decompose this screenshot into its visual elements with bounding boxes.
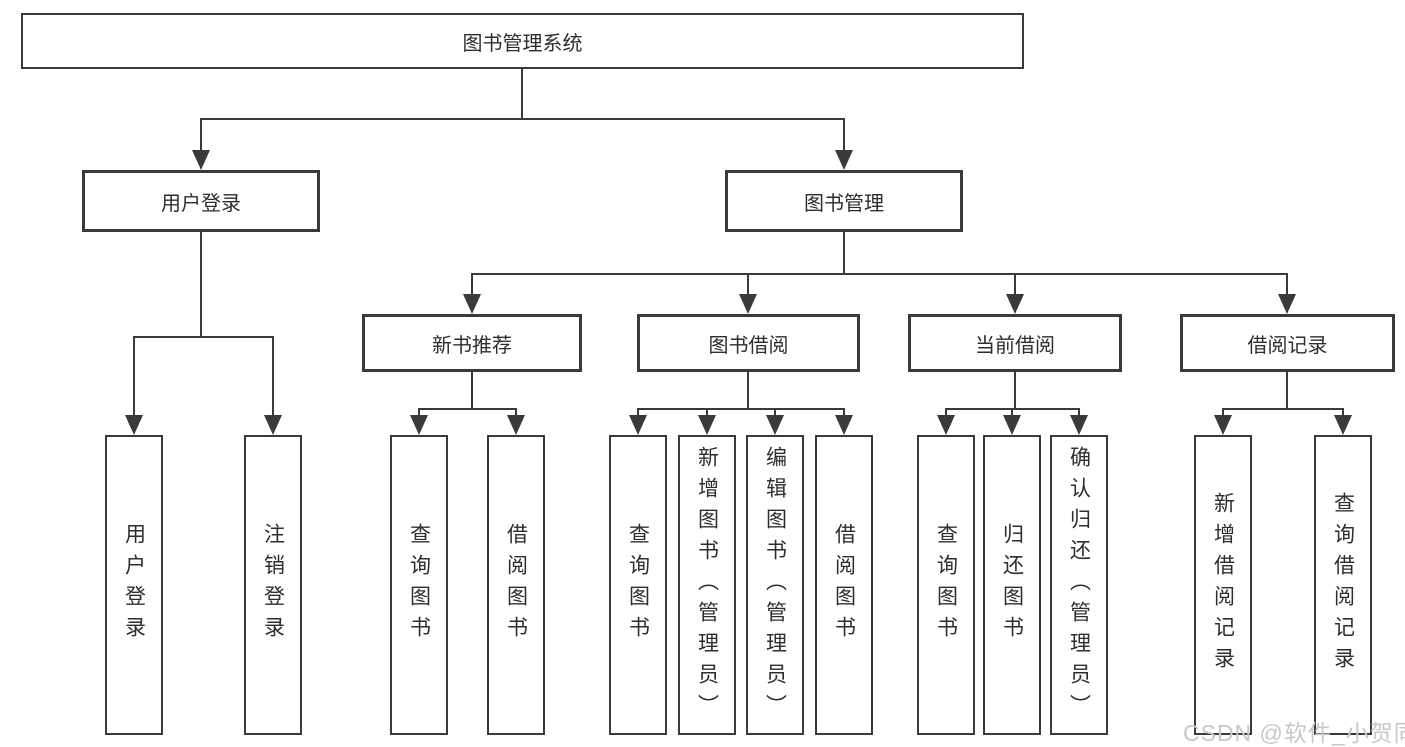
node-label: 查询借阅记录 bbox=[1331, 492, 1355, 678]
arrowhead-icon bbox=[410, 415, 428, 435]
node-label: 新增图书（管理员） bbox=[695, 445, 719, 725]
node-label: 查询图书 bbox=[626, 523, 650, 647]
arrowhead-icon bbox=[766, 415, 784, 435]
node-root: 图书管理系统 bbox=[21, 13, 1024, 69]
arrowhead-icon bbox=[1334, 415, 1352, 435]
connector bbox=[1222, 408, 1344, 410]
node-cb-return-books: 归还图书 bbox=[983, 435, 1041, 735]
connector bbox=[1286, 372, 1288, 408]
arrowhead-icon bbox=[1070, 415, 1088, 435]
arrowhead-icon bbox=[1214, 415, 1232, 435]
connector bbox=[747, 372, 749, 408]
node-br-query-record: 查询借阅记录 bbox=[1314, 435, 1372, 735]
node-label: 查询图书 bbox=[934, 523, 958, 647]
connector bbox=[471, 372, 473, 408]
node-bb-query-books: 查询图书 bbox=[609, 435, 667, 735]
connector bbox=[747, 273, 749, 296]
node-current-borrowing: 当前借阅 bbox=[908, 314, 1122, 372]
connector bbox=[471, 273, 1288, 275]
arrowhead-icon bbox=[463, 294, 481, 314]
node-cb-query-books: 查询图书 bbox=[917, 435, 975, 735]
node-label: 借阅图书 bbox=[832, 523, 856, 647]
connector bbox=[1014, 372, 1016, 408]
node-book-management: 图书管理 bbox=[725, 170, 963, 232]
connector bbox=[1286, 273, 1288, 296]
connector bbox=[1342, 408, 1344, 417]
node-label: 新增借阅记录 bbox=[1211, 492, 1235, 678]
node-new-book-recommend: 新书推荐 bbox=[362, 314, 582, 372]
arrowhead-icon bbox=[125, 415, 143, 435]
connector bbox=[637, 408, 639, 417]
connector bbox=[418, 408, 420, 417]
node-login: 用户登录 bbox=[105, 435, 163, 735]
node-label: 借阅图书 bbox=[504, 523, 528, 647]
node-label: 用户登录 bbox=[122, 523, 146, 647]
node-user-login-branch: 用户登录 bbox=[82, 170, 320, 232]
node-logout: 注销登录 bbox=[244, 435, 302, 735]
node-label: 新书推荐 bbox=[432, 334, 512, 357]
node-label: 编辑图书（管理员） bbox=[763, 445, 787, 725]
connector bbox=[1222, 408, 1224, 417]
arrowhead-icon bbox=[698, 415, 716, 435]
node-bb-borrow-books: 借阅图书 bbox=[815, 435, 873, 735]
arrowhead-icon bbox=[739, 294, 757, 314]
connector bbox=[774, 408, 776, 417]
connector bbox=[200, 232, 202, 336]
arrowhead-icon bbox=[1006, 294, 1024, 314]
connector bbox=[843, 232, 845, 273]
arrowhead-icon bbox=[1278, 294, 1296, 314]
node-label: 当前借阅 bbox=[975, 334, 1055, 357]
node-borrowing-records: 借阅记录 bbox=[1180, 314, 1395, 372]
node-label: 图书管理系统 bbox=[462, 32, 583, 55]
connector bbox=[272, 336, 274, 417]
connector bbox=[515, 408, 517, 417]
arrowhead-icon bbox=[835, 415, 853, 435]
node-cb-confirm-return-admin: 确认归还（管理员） bbox=[1050, 435, 1108, 735]
connector bbox=[1078, 408, 1080, 417]
connector bbox=[133, 336, 274, 338]
node-label: 注销登录 bbox=[261, 523, 285, 647]
node-label: 用户登录 bbox=[161, 192, 241, 215]
node-br-add-record: 新增借阅记录 bbox=[1194, 435, 1252, 735]
node-book-borrowing: 图书借阅 bbox=[637, 314, 860, 372]
connector bbox=[200, 118, 845, 120]
connector bbox=[471, 273, 473, 296]
connector bbox=[418, 408, 517, 410]
arrowhead-icon bbox=[264, 415, 282, 435]
connector bbox=[945, 408, 947, 417]
arrowhead-icon bbox=[629, 415, 647, 435]
node-label: 查询图书 bbox=[407, 523, 431, 647]
node-label: 借阅记录 bbox=[1247, 334, 1328, 357]
node-label: 确认归还（管理员） bbox=[1067, 445, 1091, 725]
connector bbox=[1011, 408, 1013, 417]
arrowhead-icon bbox=[835, 150, 853, 170]
connector bbox=[843, 408, 845, 417]
connector bbox=[200, 118, 202, 152]
connector bbox=[706, 408, 708, 417]
arrowhead-icon bbox=[192, 150, 210, 170]
arrowhead-icon bbox=[507, 415, 525, 435]
connector bbox=[637, 408, 845, 410]
connector bbox=[1014, 273, 1016, 296]
node-label: 图书管理 bbox=[804, 192, 884, 215]
connector bbox=[133, 336, 135, 417]
connector bbox=[521, 69, 523, 118]
node-label: 归还图书 bbox=[1000, 523, 1024, 647]
node-bb-edit-book-admin: 编辑图书（管理员） bbox=[746, 435, 804, 735]
node-nbr-query-books: 查询图书 bbox=[390, 435, 448, 735]
node-bb-add-book-admin: 新增图书（管理员） bbox=[678, 435, 736, 735]
node-label: 图书借阅 bbox=[708, 334, 789, 357]
node-nbr-borrow-books: 借阅图书 bbox=[487, 435, 545, 735]
watermark: CSDN @软件_小贺同学 bbox=[1183, 720, 1405, 746]
arrowhead-icon bbox=[1003, 415, 1021, 435]
arrowhead-icon bbox=[937, 415, 955, 435]
connector bbox=[843, 118, 845, 152]
